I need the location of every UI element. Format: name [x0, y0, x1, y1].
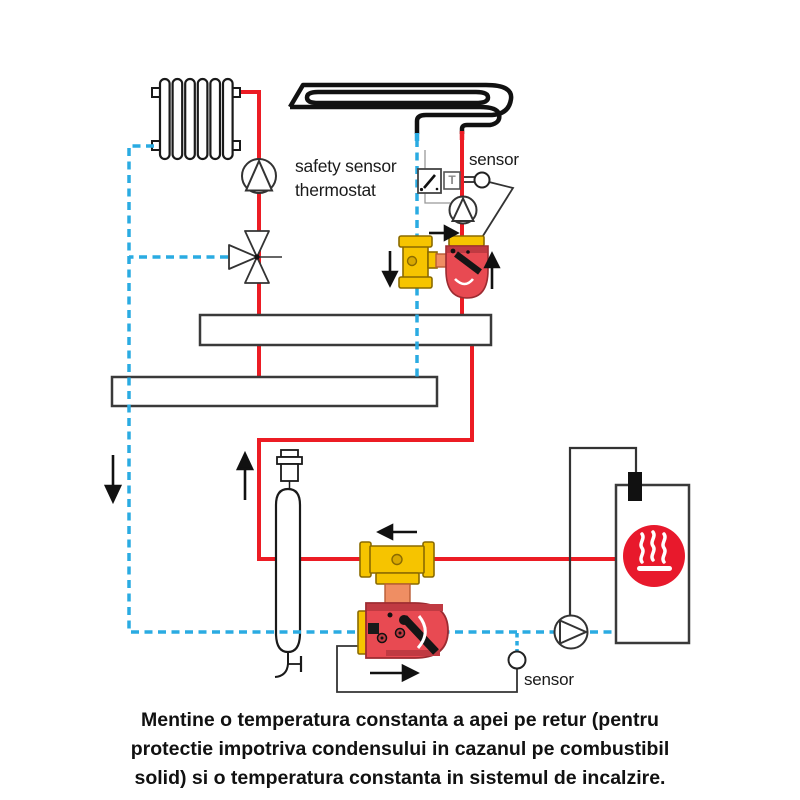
flow-arrow-icon-right-bottom: [370, 663, 420, 683]
flow-arrow-icon-right-top: [429, 224, 460, 242]
pump-icon-radiator: [241, 158, 277, 194]
flow-arrows: [103, 224, 501, 683]
brass-tee-icon-top: [398, 235, 450, 289]
flue-stub: [628, 472, 642, 501]
safety-thermostat-label-line2: thermostat: [295, 179, 376, 200]
flow-arrow-icon-down-left: [103, 455, 123, 505]
upper-manifold-bar: [198, 313, 493, 347]
temperature-sensor-icon-bottom: [507, 650, 527, 670]
capillary-line-bottom: [336, 645, 518, 693]
manifold-bars: [110, 313, 493, 408]
heat-flame-badge: [623, 525, 685, 587]
pump-icon-floor-circuit: [448, 195, 478, 225]
air-separator-icon: [274, 449, 303, 678]
drain-valve-icon: [274, 652, 303, 678]
return-pipe-lines: [127, 139, 616, 652]
safety-thermostat-label: safety sensor thermostat: [295, 155, 397, 202]
solid-fuel-boiler-icon: [614, 472, 691, 645]
thermostat-t-label: T: [448, 173, 456, 187]
diagram-caption: Mentine o temperatura constanta a apei p…: [0, 706, 800, 793]
flow-arrow-icon-up-mid: [235, 450, 255, 500]
lower-manifold-bar: [110, 375, 439, 408]
sensor-label-bottom: sensor: [524, 670, 574, 689]
floor-heating-coil-icon: [288, 82, 514, 134]
flow-arrow-icon-down-top: [381, 251, 399, 288]
caption-line-1: Mentine o temperatura constanta a apei p…: [141, 709, 659, 731]
flow-arrow-icon-up-top: [483, 251, 501, 289]
flow-arrow-icon-left-bottom: [376, 523, 417, 541]
heat-flame-icon: [639, 530, 667, 564]
sensor-label-top: sensor: [469, 150, 519, 169]
brass-tee-icon-bottom: [359, 541, 435, 606]
thermostatic-valve-icon-top: [445, 235, 489, 299]
temperature-sensor-icon-top: [464, 171, 515, 240]
three-way-mixing-valve-icon: [228, 230, 282, 284]
caption-line-3: solid) si o temperatura constanta in sis…: [134, 767, 666, 789]
safety-thermostat-icon: [417, 150, 461, 204]
t-box: [443, 171, 461, 190]
safety-thermostat-label-line1: safety sensor: [295, 156, 397, 176]
pump-icon-boiler: [553, 614, 589, 650]
thermostatic-valve-icon-bottom: [357, 602, 449, 659]
boiler-supply-line: [568, 446, 638, 620]
radiator-icon: [151, 77, 241, 161]
caption-line-2: protectie impotriva condensului in cazan…: [130, 738, 670, 760]
